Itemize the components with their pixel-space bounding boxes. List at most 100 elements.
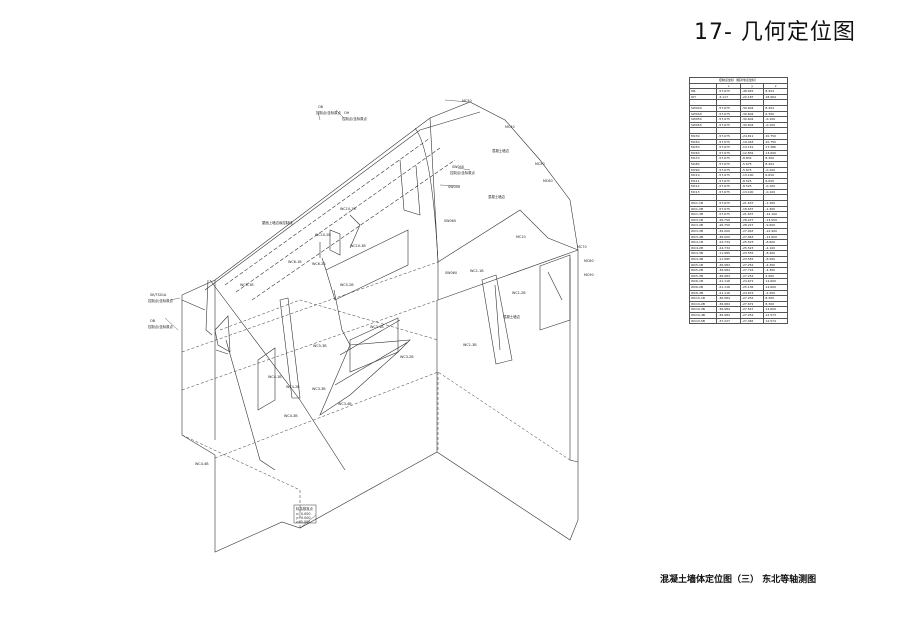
label-wall-note-3: 混凝土墙边: [503, 314, 521, 319]
table-row: SW050-57.675-30.604-0.100: [688, 116, 788, 123]
coordinate-cell: 14.600: [763, 284, 788, 291]
label-mc90: MC90: [584, 273, 594, 277]
label-sw040: SW040: [452, 165, 464, 169]
point-name-cell: WC10-1B: [688, 295, 718, 302]
label-elev-3: z=0.000: [296, 520, 310, 524]
opening-wc10: [329, 214, 361, 256]
coordinate-cell: 14.600: [763, 306, 788, 313]
label-mc80: MC80: [584, 259, 594, 263]
label-mc40: MC40: [505, 125, 515, 129]
label-left-ob-note: 控制点/坐标原点: [148, 324, 173, 329]
label-wc5-3b: WC5-3B: [313, 344, 327, 348]
coordinate-cell: 8.300: [763, 300, 788, 308]
label-wc3-3b: WC3-3B: [312, 387, 326, 391]
coordinate-cell: 2.900: [763, 272, 788, 280]
label-wc6-2b: WC6-2B: [312, 262, 326, 266]
point-name-cell: WC5-1B: [688, 261, 718, 269]
diagonal-lines: [181, 279, 346, 471]
coordinate-cell: 8.300: [763, 295, 788, 302]
coordinate-cell: 6.300: [763, 110, 788, 118]
label-wc3-1b: WC3-1B: [370, 325, 384, 329]
coordinate-cell: -4.300: [763, 261, 788, 269]
point-name-cell: WC5-2B: [688, 267, 718, 274]
label-mc30: MC30: [462, 99, 472, 103]
label-ob: OB: [318, 105, 324, 109]
label-wc4-4b: WC4-4B: [195, 462, 209, 466]
label-wc1-2b: WC1-2B: [512, 291, 526, 295]
label-wc3-2b: WC3-2B: [400, 355, 414, 359]
label-mc60: MC60: [543, 179, 553, 183]
roof-edge-lower: [429, 117, 579, 263]
point-name-cell: WC10-5B: [688, 317, 718, 325]
sheet-title: 17- 几何定位图: [694, 20, 856, 45]
drawing-caption: 混凝土墙体定位图（三） 东北等轴测图: [660, 575, 817, 585]
table-row: WC4-4B-11.985-23.555-6.500: [688, 256, 788, 263]
label-wc4-2b: WC4-2B: [286, 385, 300, 389]
label-sw060b: SW060: [445, 271, 457, 275]
roof-curve: [414, 127, 439, 263]
table-row: WC4-1B-24.734-25.523-8.600: [688, 239, 788, 246]
point-name-cell: WC5-3B: [688, 272, 718, 280]
coordinate-cell: 12.573: [763, 311, 788, 319]
label-left-ref-note: 控制点/坐标原点: [148, 298, 173, 303]
point-name-cell: WC10-4B: [688, 311, 718, 319]
coordinate-table-title: 控制点坐标（相对零点坐标）: [689, 77, 788, 84]
label-mc50: MC50: [535, 162, 545, 166]
point-name-cell: SW040: [688, 110, 718, 118]
label-wc10-1b: WC10-1B: [340, 207, 356, 211]
roof-inner: [204, 111, 481, 440]
label-wc3-4b: WC3-4B: [338, 402, 352, 406]
label-elev-1: x=0.000: [296, 512, 311, 516]
elevation-datum-box: [293, 504, 317, 524]
opening-wc6: [319, 242, 327, 271]
point-name-cell: WC10-3B: [688, 306, 718, 313]
point-name-cell: OH: [688, 93, 718, 101]
label-wc5-2b: WC5-2B: [340, 283, 354, 287]
label-oh-note: 控制点/坐标原点: [342, 116, 367, 121]
point-name-cell: SW050: [688, 116, 718, 123]
leader-lines: [164, 99, 471, 529]
label-mc10: MC10: [516, 235, 526, 239]
table-row: WC5-1B-36.984-27.252-4.300: [688, 261, 788, 269]
wall-edge: [436, 258, 579, 463]
point-name-cell: WC6-1B: [688, 278, 718, 285]
label-elev-title: 标高基准点: [296, 506, 314, 511]
table-row: SW050-57.675-30.604-0.100: [688, 121, 788, 129]
coordinate-cell: -0.100: [763, 116, 788, 123]
opening-8: [539, 254, 571, 331]
table-row: WC5-2B-36.984-27.716-4.300: [688, 267, 788, 274]
roof-band: [224, 137, 456, 301]
label-left-ob: OB: [150, 319, 156, 323]
point-name-cell: WC4-4B: [688, 256, 718, 263]
label-wc4-1b: WC4-1B: [268, 375, 282, 379]
label-wc10-3b: WC10-3B: [350, 244, 366, 248]
label-wc4-3b: WC4-3B: [284, 414, 298, 418]
coordinate-cell: 8.454: [763, 105, 788, 112]
coordinate-cell: 18.964: [763, 93, 788, 101]
label-wc1-1b: WC1-1B: [470, 269, 484, 273]
coordinate-cell: 8.454: [763, 88, 788, 95]
building-outline: [181, 249, 579, 553]
label-left-ref: SK/TS01A: [150, 293, 167, 297]
opening-3: [319, 339, 411, 416]
opening-4: [279, 289, 351, 399]
column-header: z: [763, 82, 788, 90]
label-wc1-3b: WC1-3B: [463, 343, 477, 347]
coordinate-cell: -6.500: [763, 256, 788, 263]
point-name-cell: WC6-3B: [688, 289, 718, 297]
point-name-cell: WC6-2B: [688, 284, 718, 291]
table-spacer: [688, 99, 788, 106]
label-wc10-2b: WC10-2B: [315, 233, 331, 237]
coordinate-cell: -27.465: [739, 317, 765, 325]
opening-6: [257, 347, 276, 411]
